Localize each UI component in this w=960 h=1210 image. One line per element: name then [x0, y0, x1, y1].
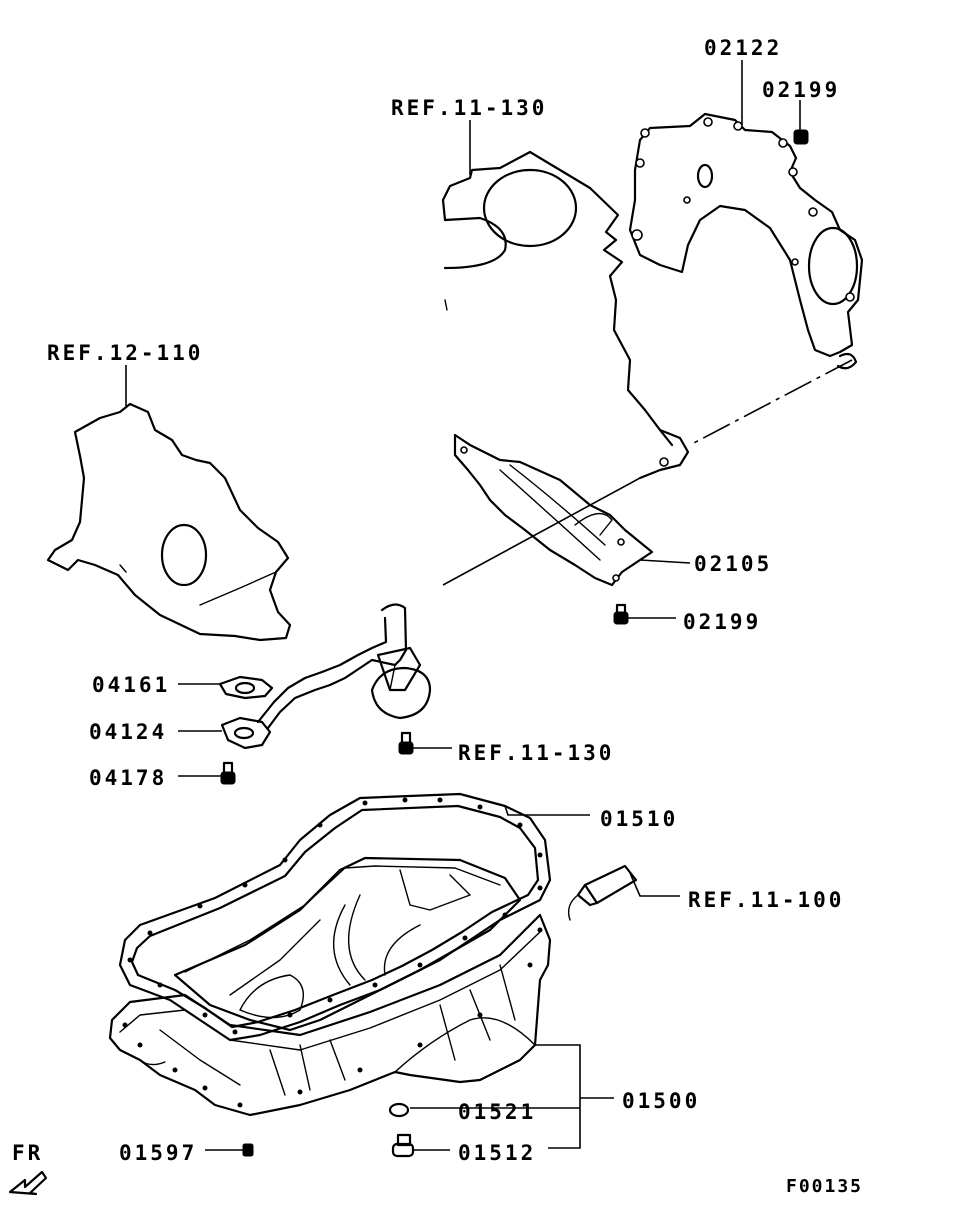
label-04178: 04178 [89, 766, 167, 790]
label-ref-11-130-upper: REF.11-130 [391, 96, 547, 120]
bell-housing-cover-02105 [453, 433, 654, 587]
transmission-housing-reference [46, 402, 292, 642]
label-04124: 04124 [89, 720, 167, 744]
bolt-02199-lower [613, 603, 629, 625]
oil-pan-01500 [108, 913, 552, 1117]
label-ref-12-110: REF.12-110 [47, 341, 203, 365]
label-ref-11-100: REF.11-100 [688, 888, 844, 912]
leader-lines [125, 60, 801, 1151]
label-01597: 01597 [119, 1141, 197, 1165]
bolt-01597 [242, 1143, 254, 1157]
label-02105: 02105 [694, 552, 772, 576]
alignment-line [689, 359, 853, 446]
label-01510: 01510 [600, 807, 678, 831]
label-02199-lower: 02199 [683, 610, 761, 634]
part-labels: 02122 02199 REF.11-130 REF.12-110 02105 … [12, 36, 863, 1197]
label-01500: 01500 [622, 1089, 700, 1113]
drain-plug-01512 [391, 1133, 415, 1158]
label-01521: 01521 [458, 1100, 536, 1124]
front-direction-arrow [8, 1170, 48, 1196]
sealant-tube [567, 864, 638, 921]
oil-pickup-tube-04124 [220, 603, 432, 750]
label-front: FR [12, 1141, 43, 1165]
oil-pan-baffle [173, 856, 522, 1032]
bolt-02199-upper [793, 129, 809, 145]
oil-pan-gasket-01510 [118, 792, 552, 1042]
label-02122: 02122 [704, 36, 782, 60]
gasket-04161 [218, 675, 274, 700]
label-01512: 01512 [458, 1141, 536, 1165]
label-04161: 04161 [92, 673, 170, 697]
label-02199-upper: 02199 [762, 78, 840, 102]
engine-block-reference [441, 150, 674, 447]
alignment-line-lower [442, 477, 641, 586]
bolt-ref-11-130 [398, 731, 414, 755]
rear-plate-02122 [628, 112, 864, 370]
drawing-code: F00135 [786, 1176, 863, 1197]
engine-block-lower-edge [638, 428, 690, 480]
washer-01521 [388, 1102, 410, 1118]
bolt-04178 [220, 761, 236, 785]
label-ref-11-130-lower: REF.11-130 [458, 741, 614, 765]
